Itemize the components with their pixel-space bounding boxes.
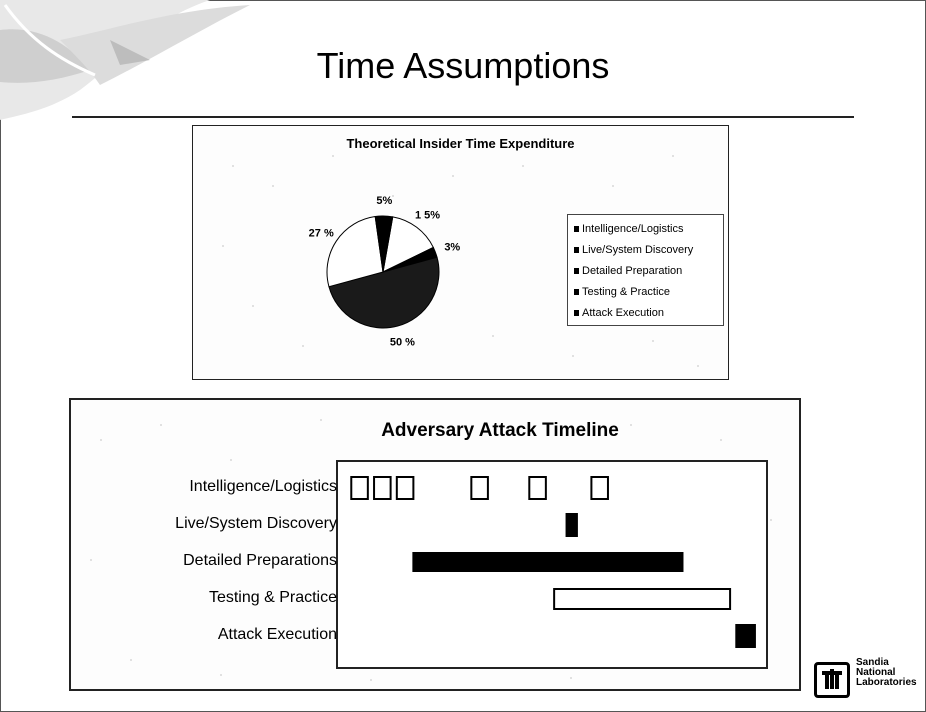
pie-chart-title: Theoretical Insider Time Expenditure: [346, 136, 575, 151]
pie-data-label: 5%: [376, 195, 392, 207]
timeline-bar-live-system-discovery: [565, 513, 578, 537]
legend-item: Testing & Practice: [574, 282, 670, 302]
timeline-bar-intelligence-logistics: [470, 476, 489, 500]
timeline-bar-intelligence-logistics: [395, 476, 415, 500]
timeline-bar-intelligence-logistics: [373, 476, 392, 500]
sandia-logo: Sandia National Laboratories: [814, 656, 924, 706]
legend-swatch: [574, 289, 579, 296]
pie-chart-panel: Theoretical Insider Time Expenditure 1 5…: [192, 125, 729, 380]
slide-title: Time Assumptions: [316, 45, 610, 86]
pie-data-label: 50 %: [390, 336, 415, 348]
texture-background: [90, 419, 772, 681]
pie-slice-intelligence-logistics: [382, 216, 435, 273]
timeline-panel: Adversary Attack Timeline Intelligence/L…: [69, 398, 801, 691]
timeline-row-label: Testing & Practice: [208, 589, 337, 606]
timeline-bar-attack-execution: [735, 624, 756, 648]
timeline-bar-testing-practice: [553, 588, 732, 610]
pie-slice-testing-practice: [326, 215, 384, 288]
legend-swatch: [574, 310, 579, 317]
timeline-bar-intelligence-logistics: [528, 476, 547, 500]
logo-text-line2: National: [856, 667, 896, 678]
timeline-row-label: Attack Execution: [217, 626, 337, 643]
timeline-row-label: Live/System Discovery: [175, 515, 337, 532]
timeline-bar-detailed-preparations: [412, 552, 684, 572]
decorative-swoosh: [0, 0, 250, 120]
timeline-title: Adversary Attack Timeline: [381, 420, 619, 441]
legend-label: Attack Execution: [582, 307, 664, 319]
logo-text-line3: Laboratories: [856, 677, 917, 688]
legend-label: Live/System Discovery: [582, 244, 694, 256]
legend-label: Testing & Practice: [582, 286, 671, 298]
legend-swatch: [574, 247, 579, 254]
pie-data-label: 1 5%: [415, 209, 440, 221]
legend-item: Attack Execution: [574, 303, 664, 323]
timeline-bar-intelligence-logistics: [590, 476, 609, 500]
timeline-row-label: Detailed Preparations: [183, 552, 337, 569]
legend-item: Detailed Preparation: [574, 261, 682, 281]
logo-text-line1: Sandia: [856, 657, 889, 668]
legend-label: Detailed Preparation: [582, 265, 683, 277]
sandia-logo-mark: [814, 662, 850, 698]
legend-item: Live/System Discovery: [574, 240, 693, 260]
pie-data-label: 27 %: [309, 227, 334, 239]
legend-item: Intelligence/Logistics: [574, 219, 684, 239]
legend-swatch: [574, 226, 579, 233]
legend-swatch: [574, 268, 579, 275]
pie-data-label: 3%: [444, 242, 460, 254]
legend-label: Intelligence/Logistics: [582, 223, 684, 235]
pie-slice-detailed-preparation: [328, 256, 440, 329]
timeline-row-label: Intelligence/Logistics: [189, 478, 337, 495]
timeline-chart: [350, 476, 756, 648]
pie-chart: 1 5% 3% 50 % 27 % 5%: [309, 195, 461, 348]
texture-background: [222, 155, 699, 367]
title-underline: [72, 116, 854, 118]
timeline-bar-intelligence-logistics: [350, 476, 369, 500]
pie-slice-attack-execution: [374, 215, 394, 273]
